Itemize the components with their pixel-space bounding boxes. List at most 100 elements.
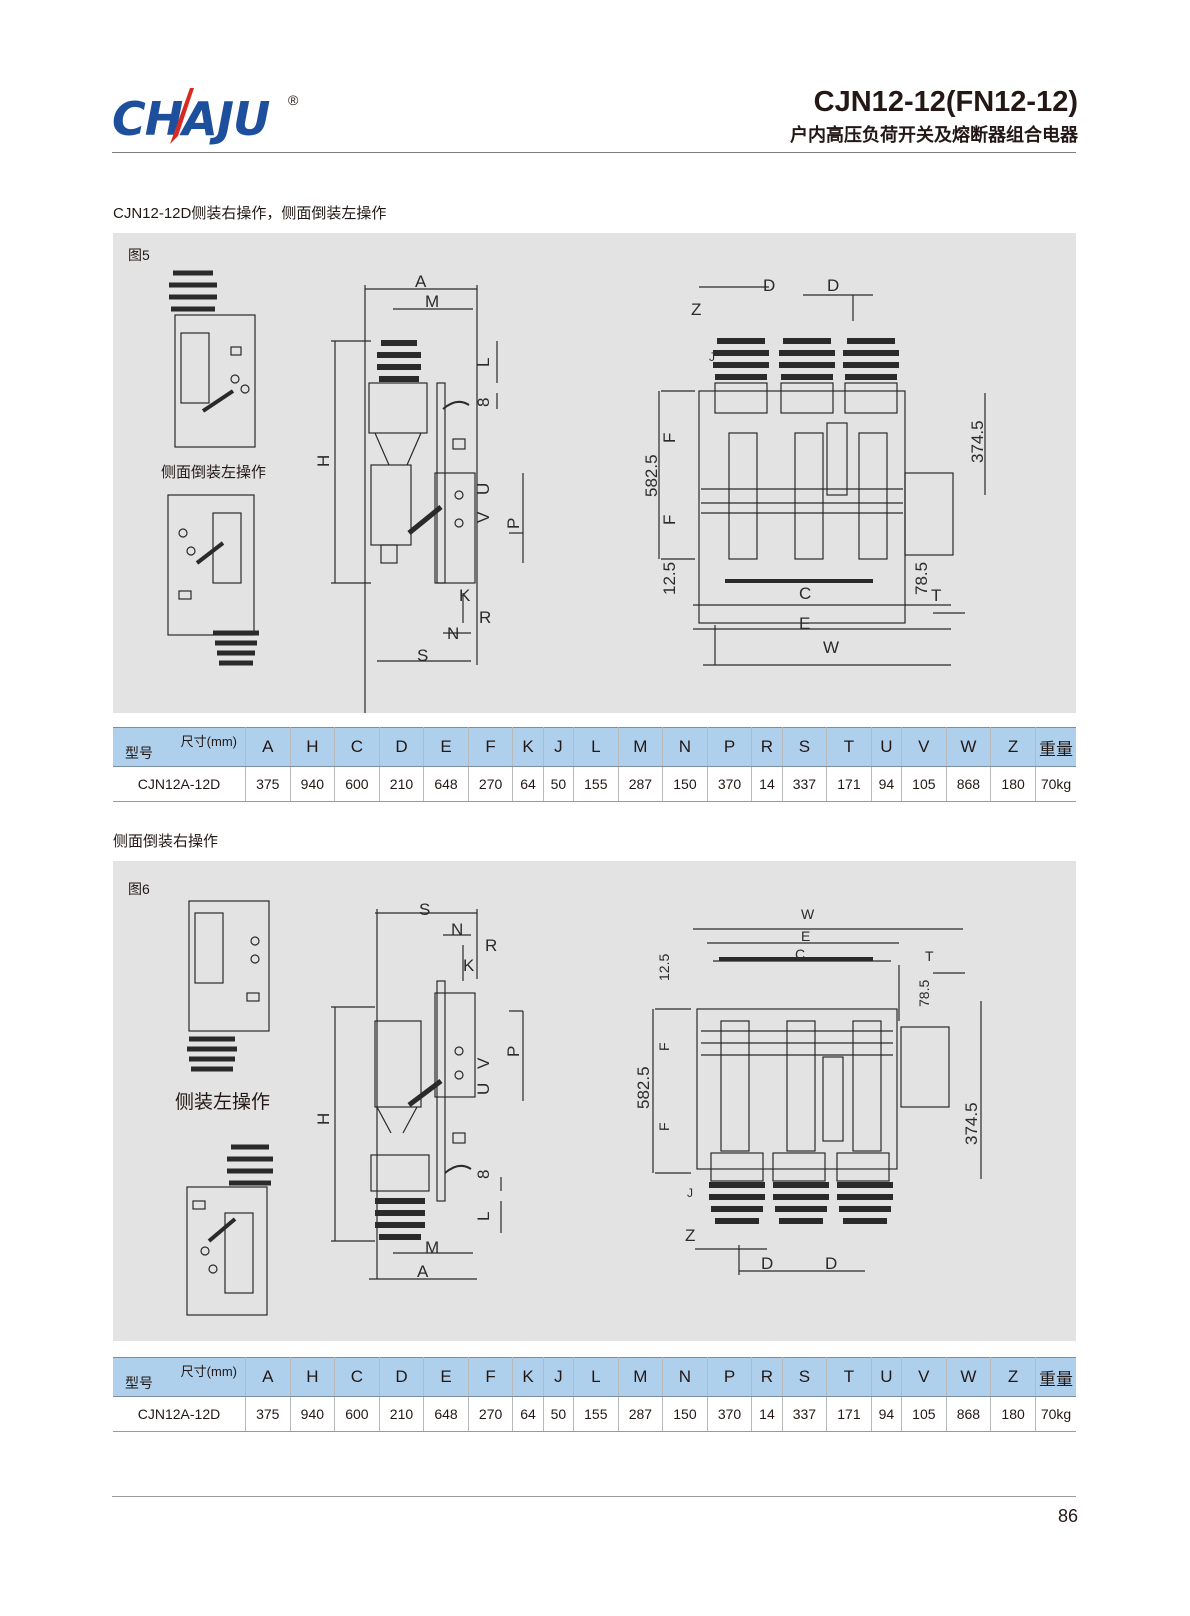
table1-col: U	[871, 727, 903, 767]
fig5-dim-78: 78.5	[912, 562, 931, 595]
table2-col: C	[334, 1357, 380, 1397]
fig6-dim-J: J	[687, 1186, 693, 1200]
table1-cell: 600	[334, 766, 380, 802]
table1-header-row: 尺寸(mm) 型号 A H C D E F K J L M N P R S T …	[113, 727, 1076, 767]
table2-col: Z	[990, 1357, 1036, 1397]
table2-model: CJN12A-12D	[113, 1396, 246, 1432]
table1-col: C	[334, 727, 380, 767]
table2-cell: 50	[543, 1396, 575, 1432]
fig5-small-top-view	[169, 270, 256, 448]
dimension-table-1: 尺寸(mm) 型号 A H C D E F K J L M N P R S T …	[113, 727, 1076, 802]
fig5-dim-E: E	[799, 614, 810, 633]
fig5-dim-K: K	[459, 586, 471, 605]
section1-title: CJN12-12D侧装右操作，侧面倒装左操作	[113, 205, 387, 222]
table1-col: F	[468, 727, 514, 767]
table1-cell: 50	[543, 766, 575, 802]
fig6-dim-F2: F	[656, 1122, 672, 1131]
table2-col: L	[573, 1357, 619, 1397]
table1-weight: 70kg	[1035, 766, 1076, 802]
fig5-dim-8: 8	[474, 398, 493, 407]
fig5-dim-T: T	[931, 586, 941, 605]
fig6-dim-8: 8	[474, 1170, 493, 1179]
fig5-dim-R: R	[479, 608, 491, 627]
table2-cell: 171	[826, 1396, 872, 1432]
fig5-dim-N: N	[447, 624, 459, 643]
table2-cell: 210	[379, 1396, 425, 1432]
figure6-label: 图6	[128, 881, 150, 897]
table2-cell: 940	[290, 1396, 336, 1432]
fig6-dim-R: R	[485, 936, 497, 955]
table2-cell: 270	[468, 1396, 514, 1432]
table1-col: S	[782, 727, 828, 767]
table2-col: K	[512, 1357, 544, 1397]
fig5-dim-374: 374.5	[968, 420, 987, 463]
brand-logo: CHAJU ®	[112, 84, 312, 154]
figure6-drawing: S N R K P V U H 8 L M A W E C T 12.5 78.…	[186, 900, 982, 1316]
table2-col: U	[871, 1357, 903, 1397]
table1-col: D	[379, 727, 425, 767]
table2-cell: 868	[946, 1396, 992, 1432]
fig5-dim-H: H	[314, 455, 333, 467]
fig6-dim-H: H	[314, 1113, 333, 1125]
table1-cell: 64	[512, 766, 544, 802]
table1-cell: 155	[573, 766, 619, 802]
fig5-dim-D2: D	[827, 276, 839, 295]
table1-col: L	[573, 727, 619, 767]
fig6-dim-D1: D	[761, 1254, 773, 1273]
table1-cell: 270	[468, 766, 514, 802]
fig6-dim-A: A	[417, 1262, 429, 1281]
fig6-dimension-labels: S N R K P V U H 8 L M A W E C T 12.5 78.…	[314, 900, 981, 1281]
logo-accent-icon	[170, 88, 194, 144]
fig6-dim-78: 78.5	[916, 980, 932, 1007]
table1-cell: 375	[245, 766, 291, 802]
table2-cell: 180	[990, 1396, 1036, 1432]
table2-col: F	[468, 1357, 514, 1397]
table1-cell: 150	[662, 766, 708, 802]
table2-cell: 155	[573, 1396, 619, 1432]
table2-col: P	[707, 1357, 753, 1397]
fig5-dim-J: J	[709, 350, 715, 364]
table1-cell: 648	[423, 766, 469, 802]
fig5-dim-A: A	[415, 272, 427, 291]
figure5-side-caption: 侧面倒装左操作	[161, 464, 267, 481]
table2-corner-dim: 尺寸(mm)	[180, 1364, 237, 1379]
table2-corner-model: 型号	[125, 1375, 153, 1391]
table2-cell: 64	[512, 1396, 544, 1432]
table1-cell: 105	[901, 766, 947, 802]
fig5-dim-F2: F	[660, 515, 679, 525]
page-number: 86	[1057, 1506, 1078, 1526]
fig6-dim-D2: D	[825, 1254, 837, 1273]
footer-divider	[112, 1496, 1076, 1497]
table2-col: T	[826, 1357, 872, 1397]
fig5-dim-C: C	[799, 584, 811, 603]
table2-corner: 尺寸(mm) 型号	[113, 1357, 246, 1397]
fig6-front-view	[652, 928, 982, 1275]
table2-weight-header: 重量	[1035, 1357, 1076, 1397]
fig5-dim-12: 12.5	[660, 562, 679, 595]
table2-col: N	[662, 1357, 708, 1397]
table1-corner-model: 型号	[125, 745, 153, 761]
fig6-dim-K: K	[463, 956, 475, 975]
section2-title: 侧面倒装右操作	[113, 833, 219, 850]
figure5-label: 图5	[128, 247, 150, 263]
fig5-dim-F1: F	[660, 433, 679, 443]
fig6-dim-582: 582.5	[634, 1066, 653, 1109]
table2-cell: 600	[334, 1396, 380, 1432]
table1-cell: 94	[871, 766, 903, 802]
table1-col: R	[751, 727, 783, 767]
table1-col: V	[901, 727, 947, 767]
fig6-dim-U: U	[474, 1083, 493, 1095]
table2-cell: 337	[782, 1396, 828, 1432]
table2-cell: 14	[751, 1396, 783, 1432]
table1-col: M	[618, 727, 664, 767]
fig5-dim-M: M	[425, 292, 439, 311]
fig6-small-top-view	[187, 900, 270, 1072]
table2-cell: 287	[618, 1396, 664, 1432]
table1-col: K	[512, 727, 544, 767]
dimension-table-2: 尺寸(mm) 型号 A H C D E F K J L M N P R S T …	[113, 1357, 1076, 1432]
fig6-dim-P: P	[504, 1046, 523, 1057]
registered-mark: ®	[288, 92, 299, 108]
table1-cell: 180	[990, 766, 1036, 802]
table2-col: R	[751, 1357, 783, 1397]
table2-cell: 648	[423, 1396, 469, 1432]
